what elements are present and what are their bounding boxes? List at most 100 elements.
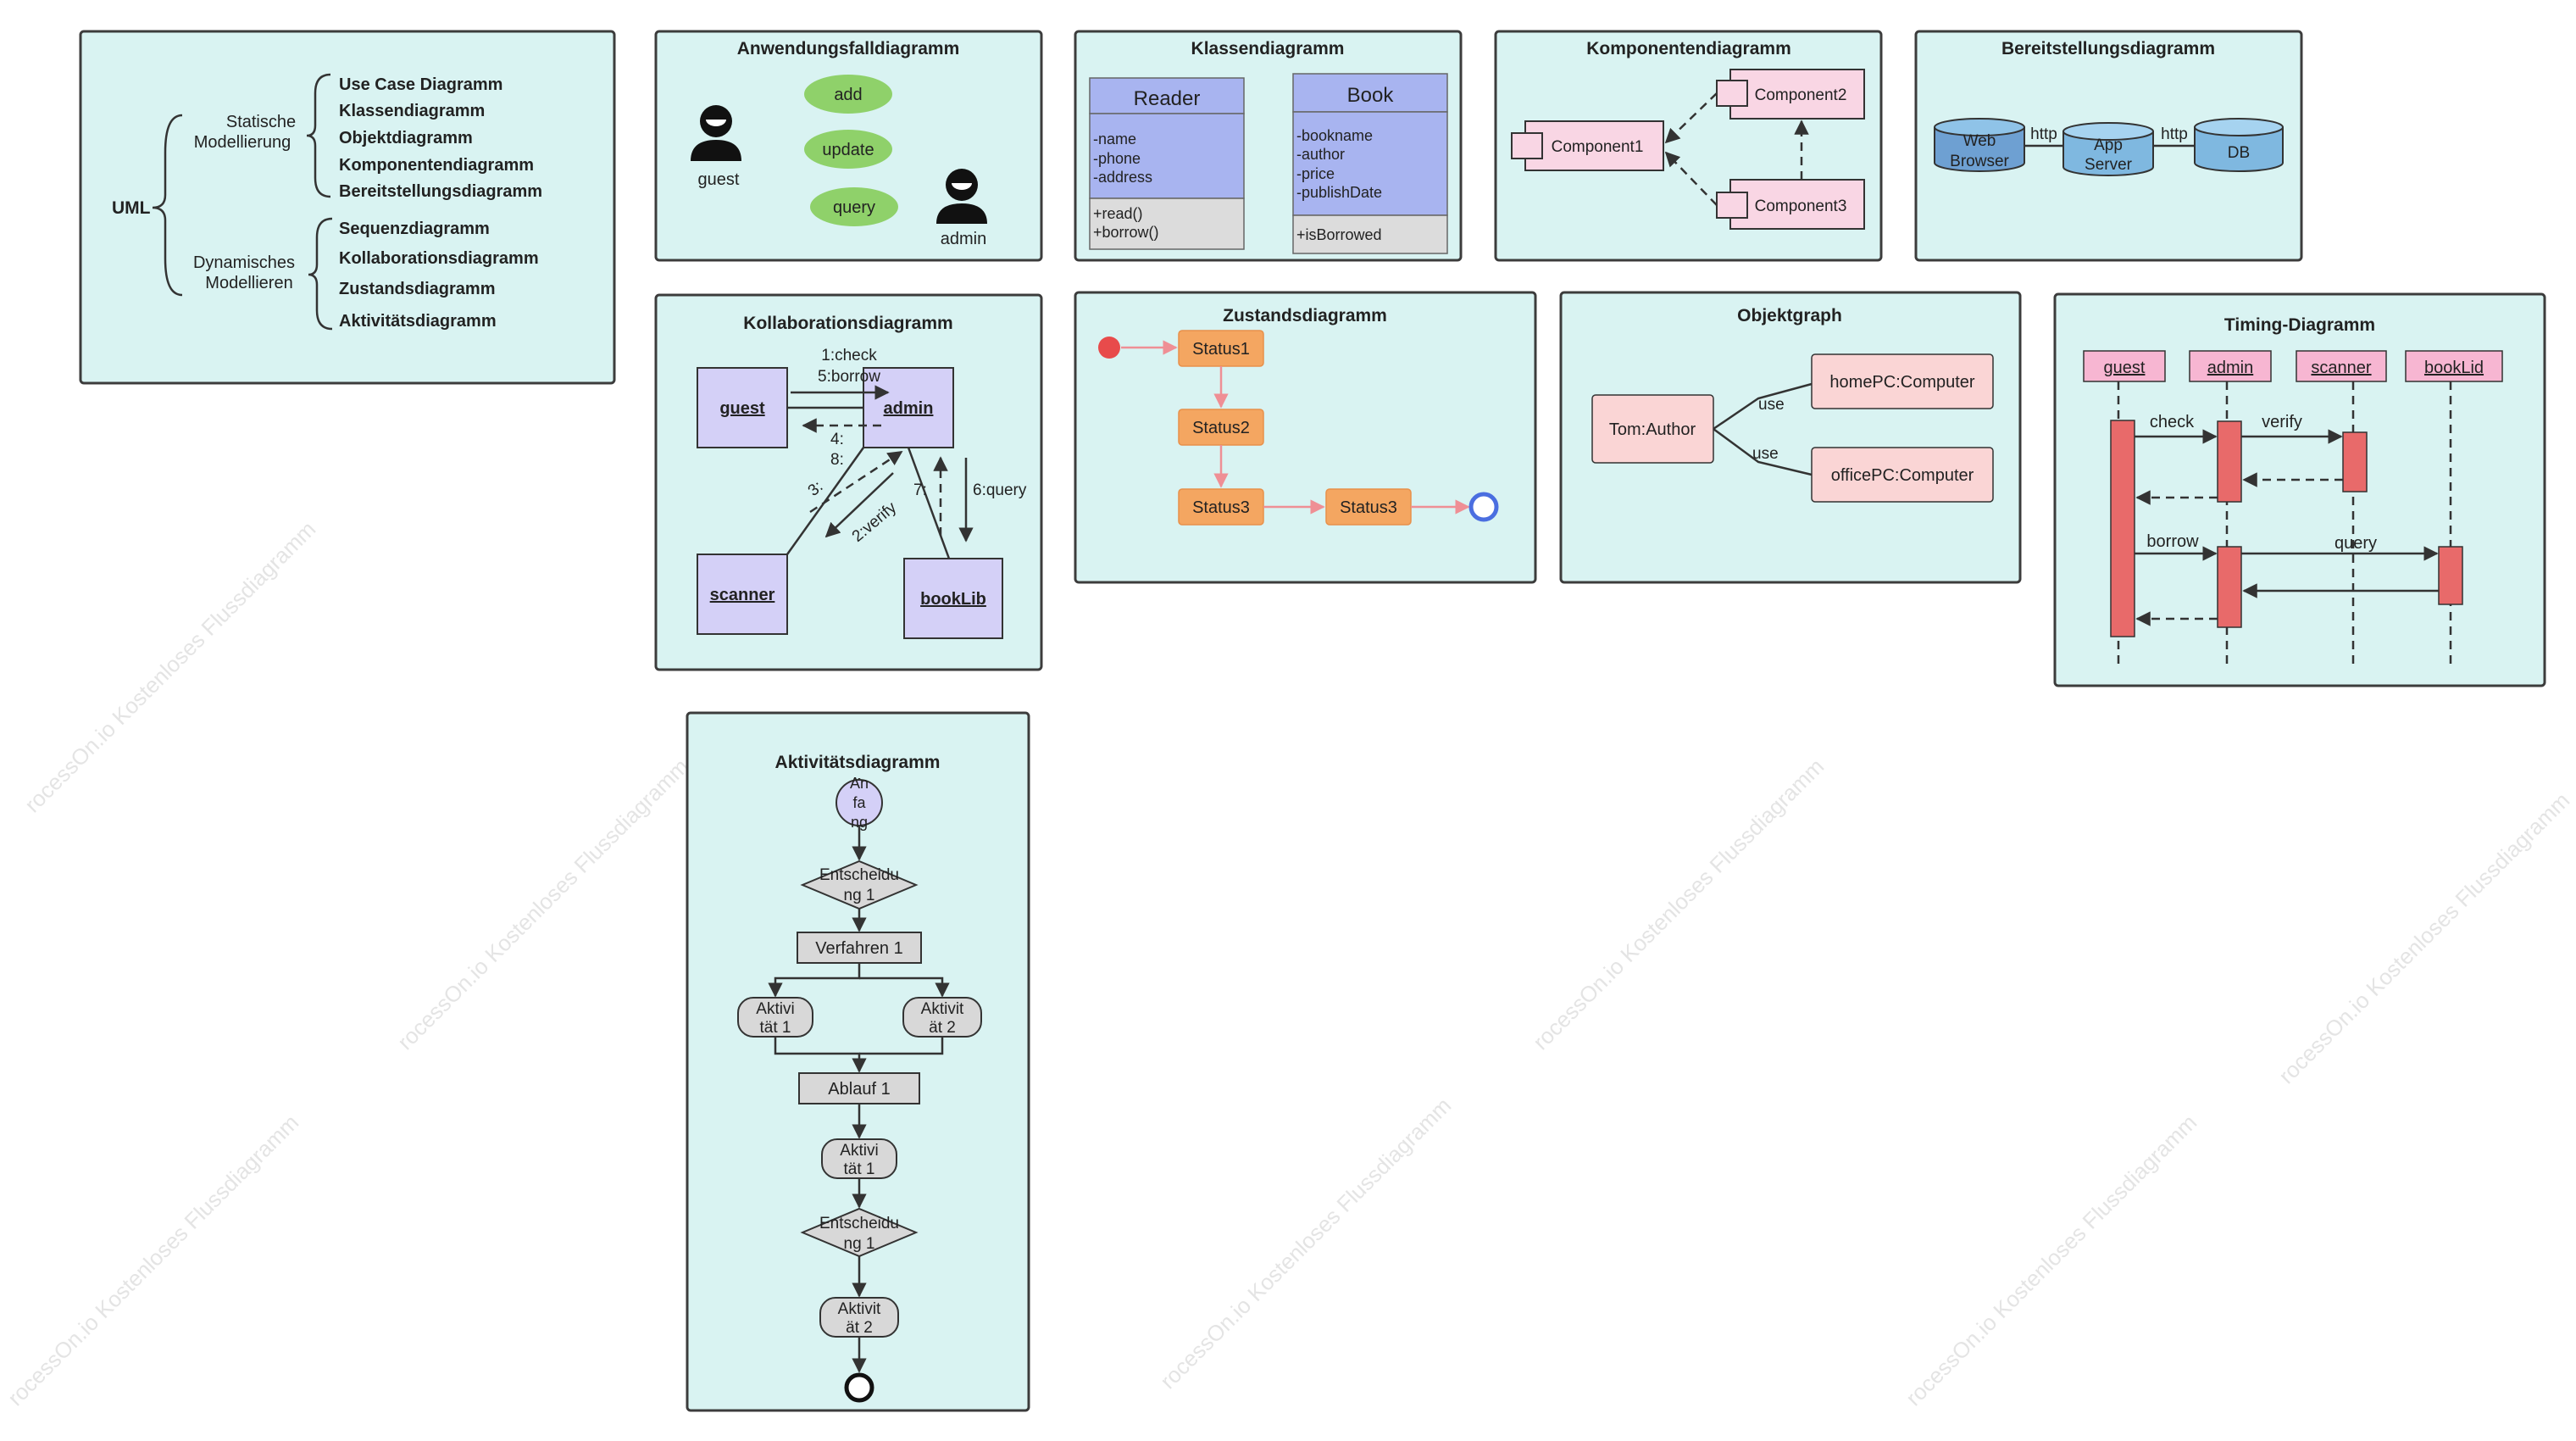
message-label: 7: bbox=[913, 481, 927, 499]
object-graph-title: Objektgraph bbox=[1737, 306, 1842, 325]
actor-label: guest bbox=[698, 170, 740, 189]
decision-label: Entscheidu bbox=[819, 1215, 899, 1232]
collab-object-label: scanner bbox=[710, 586, 775, 604]
usecase-ellipse bbox=[810, 187, 898, 226]
decision-label: Entscheidu bbox=[819, 866, 899, 884]
start-label: fa bbox=[852, 794, 866, 811]
lifeline: guest bbox=[2083, 350, 2166, 670]
actor-icon bbox=[691, 105, 741, 161]
static-item: Klassendiagramm bbox=[339, 102, 485, 120]
node-label: App bbox=[2094, 136, 2123, 154]
collab-object bbox=[863, 367, 954, 448]
process-label: Verfahren 1 bbox=[815, 939, 902, 958]
activity-label: tät 1 bbox=[844, 1160, 875, 1178]
dynamic-item: Kollaborationsdiagramm bbox=[339, 249, 539, 268]
class-attr: -phone bbox=[1093, 150, 1141, 167]
message-label: borrow bbox=[2146, 532, 2199, 551]
link-label: http bbox=[2030, 125, 2057, 143]
database-node-icon: Web Browser bbox=[1934, 118, 2025, 172]
state-diagram-panel: Zustandsdiagramm Status1 Status2 Status3… bbox=[1074, 291, 1537, 584]
usecase-ellipse bbox=[804, 130, 892, 169]
usecase-title: Anwendungsfalldiagramm bbox=[737, 39, 960, 58]
activity-diagram-panel: Aktivitätsdiagramm An fa ng Entscheidu n… bbox=[686, 711, 1030, 1412]
decision-label: ng 1 bbox=[844, 887, 875, 904]
usecase-label: update bbox=[822, 141, 874, 159]
state-label: Status3 bbox=[1340, 498, 1397, 517]
class-attr: -price bbox=[1296, 165, 1335, 182]
watermark-text: rocessOn.io Kostenloses Flussdiagramm bbox=[1528, 754, 1829, 1054]
collab-object bbox=[697, 367, 788, 448]
deployment-title: Bereitstellungsdiagramm bbox=[2001, 39, 2215, 58]
component-diagram-title: Komponentendiagramm bbox=[1586, 39, 1791, 58]
dynamic-group-label: Modellieren bbox=[205, 274, 292, 292]
object-node bbox=[1811, 353, 1994, 409]
watermark-text: rocessOn.io Kostenloses Flussdiagramm bbox=[2273, 787, 2574, 1088]
activation-bar bbox=[2110, 420, 2135, 637]
final-node-icon bbox=[844, 1372, 874, 1403]
database-node-icon: App Server bbox=[2062, 122, 2154, 176]
actor-icon bbox=[936, 169, 987, 224]
usecase-label: add bbox=[834, 86, 862, 104]
collab-object-label: admin bbox=[884, 399, 934, 418]
process-label: Ablauf 1 bbox=[828, 1080, 890, 1099]
usecase-panel: Anwendungsfalldiagramm guest admin add u… bbox=[654, 30, 1043, 262]
message-label: 5:borrow bbox=[818, 368, 880, 386]
lifeline: bookLid bbox=[2405, 350, 2503, 670]
static-item: Komponentendiagramm bbox=[339, 156, 534, 175]
activity-label: ät 2 bbox=[929, 1019, 956, 1037]
message-arrow bbox=[824, 472, 894, 538]
class-name: Reader bbox=[1134, 87, 1201, 110]
node-label: Browser bbox=[1950, 153, 2009, 170]
component-diagram-panel: Komponentendiagramm Component1 Component… bbox=[1494, 30, 1883, 262]
uml-overview-panel: UML Statische Modellierung Use Case Diag… bbox=[79, 30, 616, 385]
collab-object-label: guest bbox=[719, 399, 765, 418]
component-box: Component2 bbox=[1716, 69, 1865, 120]
message-label: query bbox=[2334, 534, 2377, 553]
node-label: Server bbox=[2085, 156, 2133, 174]
lifeline: scanner bbox=[2296, 350, 2387, 670]
activity-label: Aktivi bbox=[840, 1142, 878, 1160]
class-attr: -author bbox=[1296, 146, 1345, 163]
class-attr: -publishDate bbox=[1296, 184, 1382, 201]
class-attr: -name bbox=[1093, 131, 1136, 147]
component-box: Component1 bbox=[1511, 120, 1664, 171]
message-label: check bbox=[2150, 413, 2195, 431]
activation-bar bbox=[2217, 420, 2242, 503]
link-label: use bbox=[1752, 445, 1779, 463]
class-diagram-title: Klassendiagramm bbox=[1191, 39, 1345, 58]
timing-diagram-panel: Timing-Diagramm guest admin scanner book… bbox=[2053, 292, 2546, 687]
watermark-text: rocessOn.io Kostenloses Flussdiagramm bbox=[1155, 1093, 1456, 1394]
message-label: 1:check bbox=[821, 347, 877, 364]
class-diagram-panel: Klassendiagramm Reader -name -phone -add… bbox=[1074, 30, 1463, 262]
dynamic-item: Aktivitätsdiagramm bbox=[339, 312, 497, 331]
message-arrow bbox=[809, 450, 903, 514]
usecase-ellipse bbox=[804, 75, 892, 114]
usecase-label: query bbox=[833, 198, 875, 217]
activity-diagram-title: Aktivitätsdiagramm bbox=[775, 753, 941, 772]
message-label: 6:query bbox=[973, 481, 1027, 499]
dependency-arrow bbox=[1664, 151, 1718, 206]
state-label: Status2 bbox=[1192, 419, 1250, 437]
activation-bar bbox=[2217, 546, 2242, 628]
uml-root-label: UML bbox=[112, 198, 151, 218]
activity-label: Aktivit bbox=[921, 1000, 964, 1018]
watermark-text: rocessOn.io Kostenloses Flussdiagramm bbox=[3, 1110, 303, 1410]
actor-label: admin bbox=[941, 230, 986, 248]
dynamic-item: Zustandsdiagramm bbox=[339, 280, 495, 298]
static-item: Bereitstellungsdiagramm bbox=[339, 182, 542, 201]
watermark-text: rocessOn.io Kostenloses Flussdiagramm bbox=[392, 754, 693, 1054]
static-group-label: Statische bbox=[226, 113, 296, 131]
deployment-panel: Bereitstellungsdiagramm Web Browser App … bbox=[1914, 30, 2303, 262]
component-label: Component2 bbox=[1755, 86, 1847, 104]
component-label: Component1 bbox=[1552, 138, 1644, 156]
component-label: Component3 bbox=[1755, 198, 1847, 215]
static-group-label: Modellierung bbox=[194, 133, 291, 152]
class-op: +isBorrowed bbox=[1296, 226, 1382, 243]
state-label: Status3 bbox=[1192, 498, 1250, 517]
timing-diagram-title: Timing-Diagramm bbox=[2224, 315, 2375, 335]
class-attr: -address bbox=[1093, 169, 1152, 186]
message-label: 4: bbox=[830, 431, 844, 448]
lifeline-label: admin bbox=[2207, 359, 2253, 377]
final-state-icon bbox=[1468, 492, 1499, 522]
node-label: Web bbox=[1963, 132, 1996, 150]
